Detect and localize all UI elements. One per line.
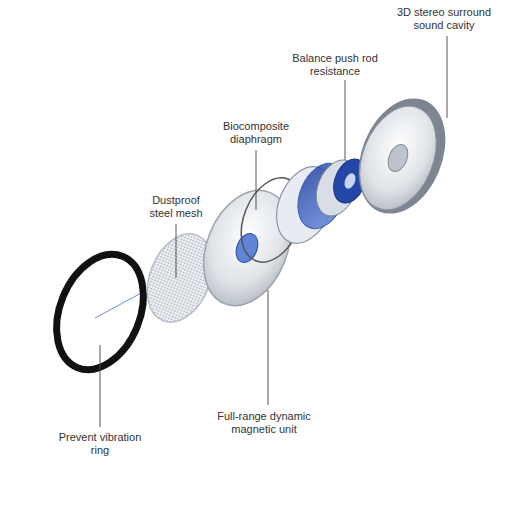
part-label: Dustproof steel mesh bbox=[141, 194, 211, 220]
diaphragm-center bbox=[232, 230, 262, 265]
leader-lines bbox=[100, 36, 447, 427]
part-label: Balance push rod resistance bbox=[290, 52, 380, 78]
part-label: Prevent vibration ring bbox=[58, 431, 142, 457]
sound-cavity bbox=[342, 85, 461, 226]
part-label: Biocomposite diaphragm bbox=[216, 120, 296, 146]
magnetic-unit bbox=[266, 154, 373, 252]
part-label: 3D stereo surround sound cavity bbox=[384, 6, 504, 32]
part-label: Full-range dynamic magnetic unit bbox=[209, 410, 319, 436]
